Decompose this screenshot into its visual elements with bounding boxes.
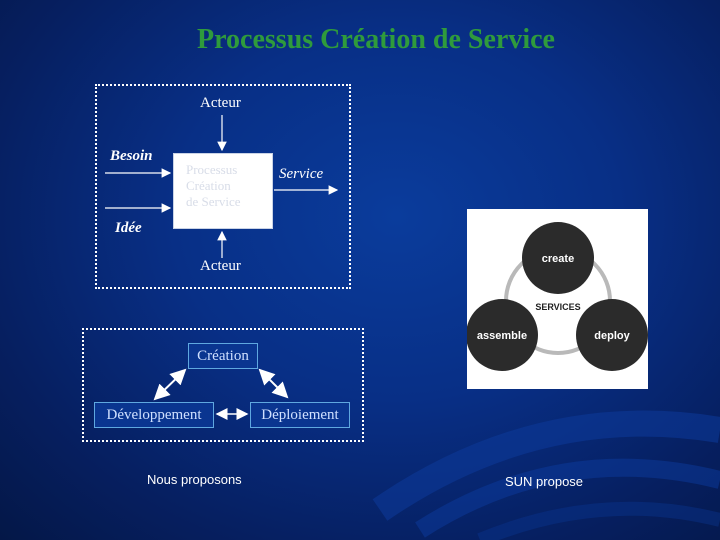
caption-nous-proposons: Nous proposons	[147, 472, 242, 487]
deploy-circle	[576, 299, 648, 371]
create-label: create	[542, 253, 574, 265]
arrow-creation-deploiement	[258, 368, 289, 399]
process-diagram-frame	[95, 84, 351, 289]
sun-services-graphic: create SERVICES assemble deploy	[466, 209, 648, 389]
actor-top-label: Acteur	[200, 95, 241, 111]
creation-box: Création	[188, 343, 258, 369]
caption-sun-propose: SUN propose	[505, 474, 584, 489]
process-line-3: de Service	[186, 194, 241, 209]
developpement-box: Développement	[94, 402, 214, 428]
background-swirl-decoration	[372, 410, 720, 540]
cycle-diagram-frame	[82, 328, 364, 442]
process-box: Processus Création de Service	[173, 153, 273, 229]
process-line-2: Création	[186, 178, 231, 193]
idee-label: Idée	[115, 220, 142, 236]
besoin-label: Besoin	[110, 148, 153, 164]
services-label: SERVICES	[535, 302, 580, 312]
deploy-label: deploy	[594, 330, 630, 342]
arrow-creation-developpement	[153, 368, 187, 401]
create-circle	[522, 222, 594, 294]
sun-services-diagram: create SERVICES assemble deploy	[466, 222, 648, 371]
service-label: Service	[279, 166, 324, 182]
assemble-circle	[466, 299, 538, 371]
actor-bottom-label: Acteur	[200, 258, 241, 274]
process-line-1: Processus	[186, 162, 238, 177]
assemble-label: assemble	[477, 330, 527, 342]
deploiement-box: Déploiement	[250, 402, 350, 428]
slide-title: Processus Création de Service	[197, 24, 555, 55]
